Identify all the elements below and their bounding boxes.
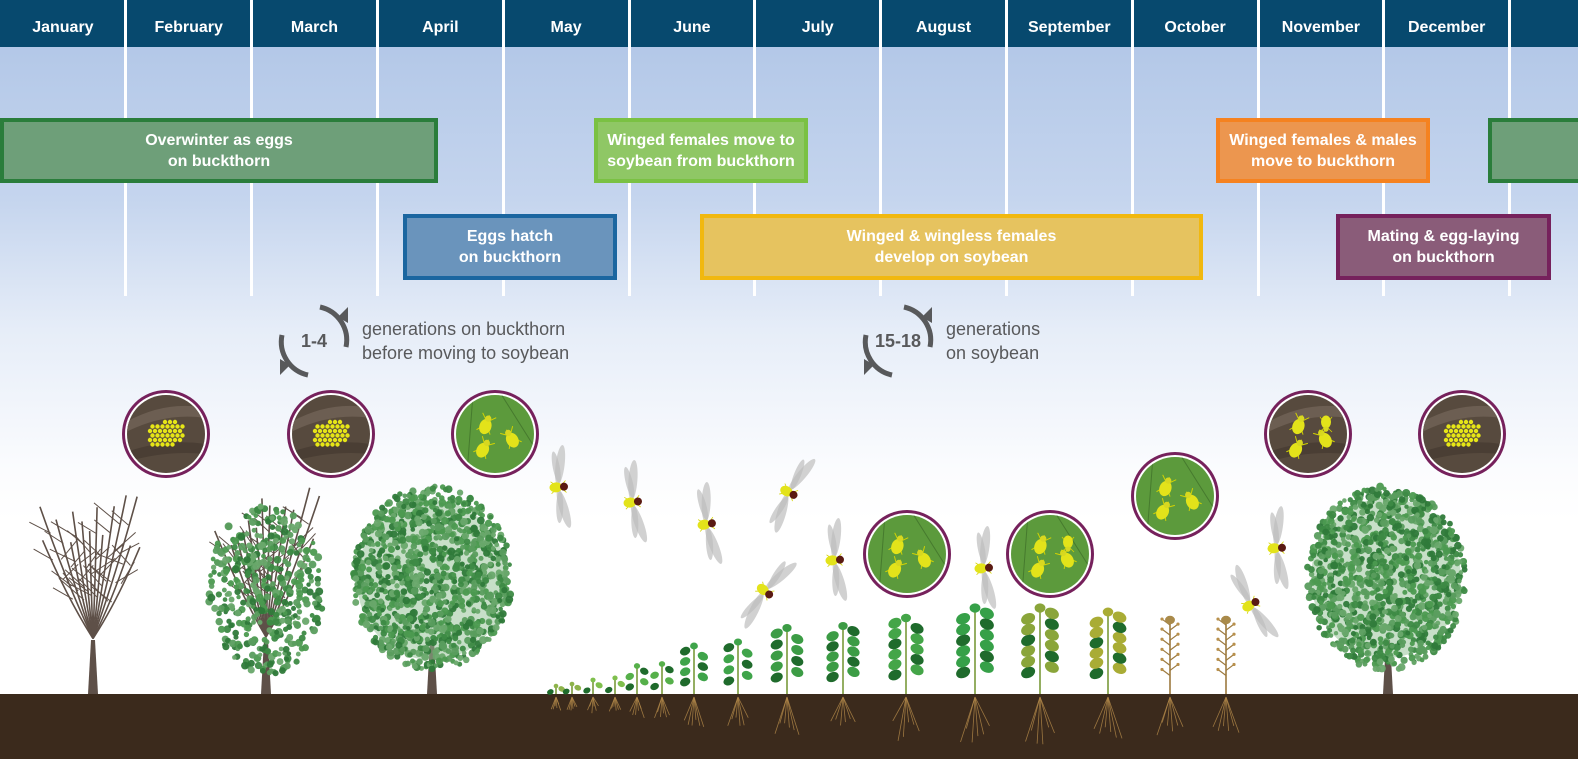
soybean-plant xyxy=(583,677,603,714)
month-july: July xyxy=(801,19,834,36)
month-december: December xyxy=(1408,19,1486,36)
winged-aphid xyxy=(697,481,723,564)
month-august: August xyxy=(915,19,972,36)
stage-eggs-hatch: Eggs hatch on buckthorn xyxy=(403,214,617,280)
wingless-aphid xyxy=(1153,498,1175,522)
winged-aphid xyxy=(769,458,816,533)
budding-buckthorn-tree xyxy=(205,487,326,694)
month-november: November xyxy=(1281,19,1361,36)
soybean-plant xyxy=(723,638,753,726)
wingless-aphid xyxy=(1031,532,1052,555)
cycle-arrows-icon xyxy=(862,304,934,378)
wingless-aphid xyxy=(1289,412,1310,435)
stage-overwinter-eggs: Overwinter as eggs on buckthorn xyxy=(0,118,438,183)
circle-aphids-jul xyxy=(863,510,951,598)
generations-count: 15-18 xyxy=(874,330,922,351)
month-divider xyxy=(1130,0,1134,296)
wingless-aphid xyxy=(473,436,495,460)
winged-aphid xyxy=(740,561,797,629)
month-february: February xyxy=(154,19,223,36)
winged-aphid xyxy=(974,526,997,609)
soybean-plant xyxy=(826,621,860,726)
soybean-plant xyxy=(956,603,994,743)
wingless-aphid xyxy=(888,532,909,555)
generations-label: generations on soybean xyxy=(946,319,1041,363)
leafy-buckthorn-tree xyxy=(1304,482,1468,694)
month-header xyxy=(0,0,1578,47)
month-january: January xyxy=(32,19,94,36)
soybean-plant xyxy=(1156,615,1184,736)
month-may: May xyxy=(550,19,582,36)
month-september: September xyxy=(1027,19,1111,36)
winged-aphid xyxy=(1267,506,1289,590)
month-divider xyxy=(879,0,883,296)
soybean-plant xyxy=(625,663,649,719)
month-october: October xyxy=(1164,19,1226,36)
cycle-arrows-icon xyxy=(278,304,350,378)
wingless-aphid xyxy=(500,426,522,450)
circle-aphids-nov xyxy=(1264,390,1352,478)
month-march: March xyxy=(290,19,339,36)
generations-label: generations on buckthorn before moving t… xyxy=(362,319,570,363)
soybean-plant xyxy=(562,681,582,711)
winged-aphid xyxy=(825,518,848,601)
winged-aphid xyxy=(623,459,648,543)
soybean-plant xyxy=(888,613,924,741)
wingless-aphid xyxy=(1028,556,1050,580)
circle-nymphs-apr xyxy=(451,390,539,478)
egg-cluster xyxy=(312,419,350,447)
soybean-plant xyxy=(679,642,709,728)
wingless-aphid xyxy=(1319,415,1333,433)
winged-aphid xyxy=(549,445,572,528)
month-divider xyxy=(501,0,505,296)
egg-cluster xyxy=(147,419,185,447)
circle-eggs-mar xyxy=(287,390,375,478)
soybean-plant xyxy=(1089,607,1127,739)
wingless-aphid xyxy=(885,556,907,580)
soybean-plant xyxy=(547,683,565,711)
month-april: April xyxy=(422,19,459,36)
wingless-aphid xyxy=(1286,436,1308,460)
soybean-plant xyxy=(605,675,625,712)
generations-buckthorn: 1-4 generations on buckthorn before movi… xyxy=(276,303,569,379)
stage-overwinter-eggs-continued xyxy=(1488,118,1578,183)
stage-winged-to-buckthorn: Winged females & males move to buckthorn xyxy=(1216,118,1430,183)
bare-buckthorn-tree xyxy=(29,495,141,694)
wingless-aphid xyxy=(1061,535,1075,553)
wingless-aphid xyxy=(476,412,497,435)
month-june: June xyxy=(673,19,711,36)
circle-eggs-jan xyxy=(122,390,210,478)
egg-cluster xyxy=(1443,419,1481,447)
soybean-plant xyxy=(650,661,674,718)
soybean-plant xyxy=(770,624,804,735)
wingless-aphid xyxy=(1180,488,1202,512)
winged-aphid xyxy=(1230,564,1279,638)
wingless-aphid xyxy=(1156,474,1177,497)
circle-aphids-sep xyxy=(1131,452,1219,540)
month-divider xyxy=(1004,0,1008,296)
generations-soybean: 15-18 generations on soybean xyxy=(860,303,1040,379)
circle-aphids-winged-aug xyxy=(1006,510,1094,598)
soybean-plant xyxy=(1212,615,1240,733)
generations-count: 1-4 xyxy=(300,330,327,351)
leafy-buckthorn-tree xyxy=(350,483,515,694)
stage-winged-to-soybean: Winged females move to soybean from buck… xyxy=(594,118,808,183)
soybean-plant xyxy=(1021,603,1059,745)
stage-develop-soybean: Winged & wingless females develop on soy… xyxy=(700,214,1203,280)
wingless-aphid xyxy=(912,546,934,570)
stage-mating-egg-laying: Mating & egg-laying on buckthorn xyxy=(1336,214,1551,280)
wingless-aphid xyxy=(1055,546,1077,570)
circle-eggs-dec xyxy=(1418,390,1506,478)
